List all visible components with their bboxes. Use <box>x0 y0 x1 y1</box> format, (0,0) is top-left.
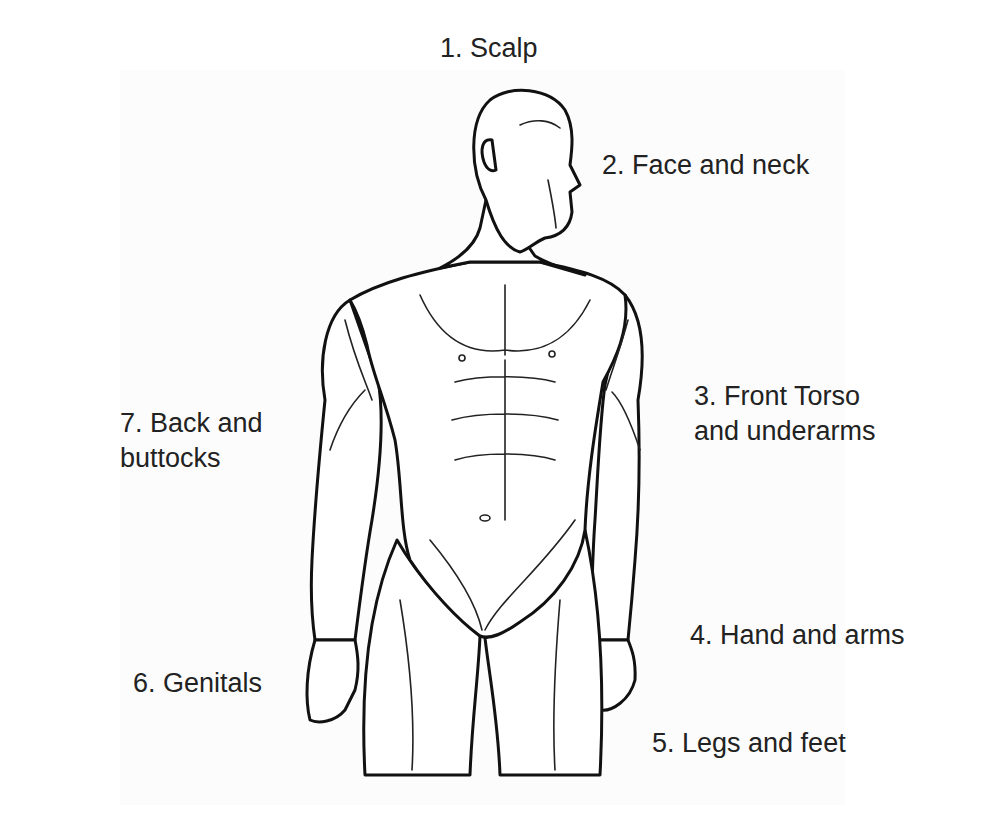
nipple <box>549 351 555 357</box>
muscle-lines <box>330 121 640 770</box>
callout-label: 3. Front Torso and underarms <box>694 379 899 449</box>
callout-label: 6. Genitals <box>133 666 298 701</box>
head <box>474 90 580 252</box>
callout-label: 2. Face and neck <box>602 148 982 183</box>
nipple <box>459 355 465 361</box>
callout-label: 1. Scalp <box>440 31 640 66</box>
callout-label: 4. Hand and arms <box>690 618 990 653</box>
ear <box>482 140 496 171</box>
callout-label: 5. Legs and feet <box>652 726 982 761</box>
navel <box>480 515 490 521</box>
torso <box>350 262 626 637</box>
callout-label: 7. Back and buttocks <box>120 406 280 476</box>
left-hand <box>307 640 358 722</box>
